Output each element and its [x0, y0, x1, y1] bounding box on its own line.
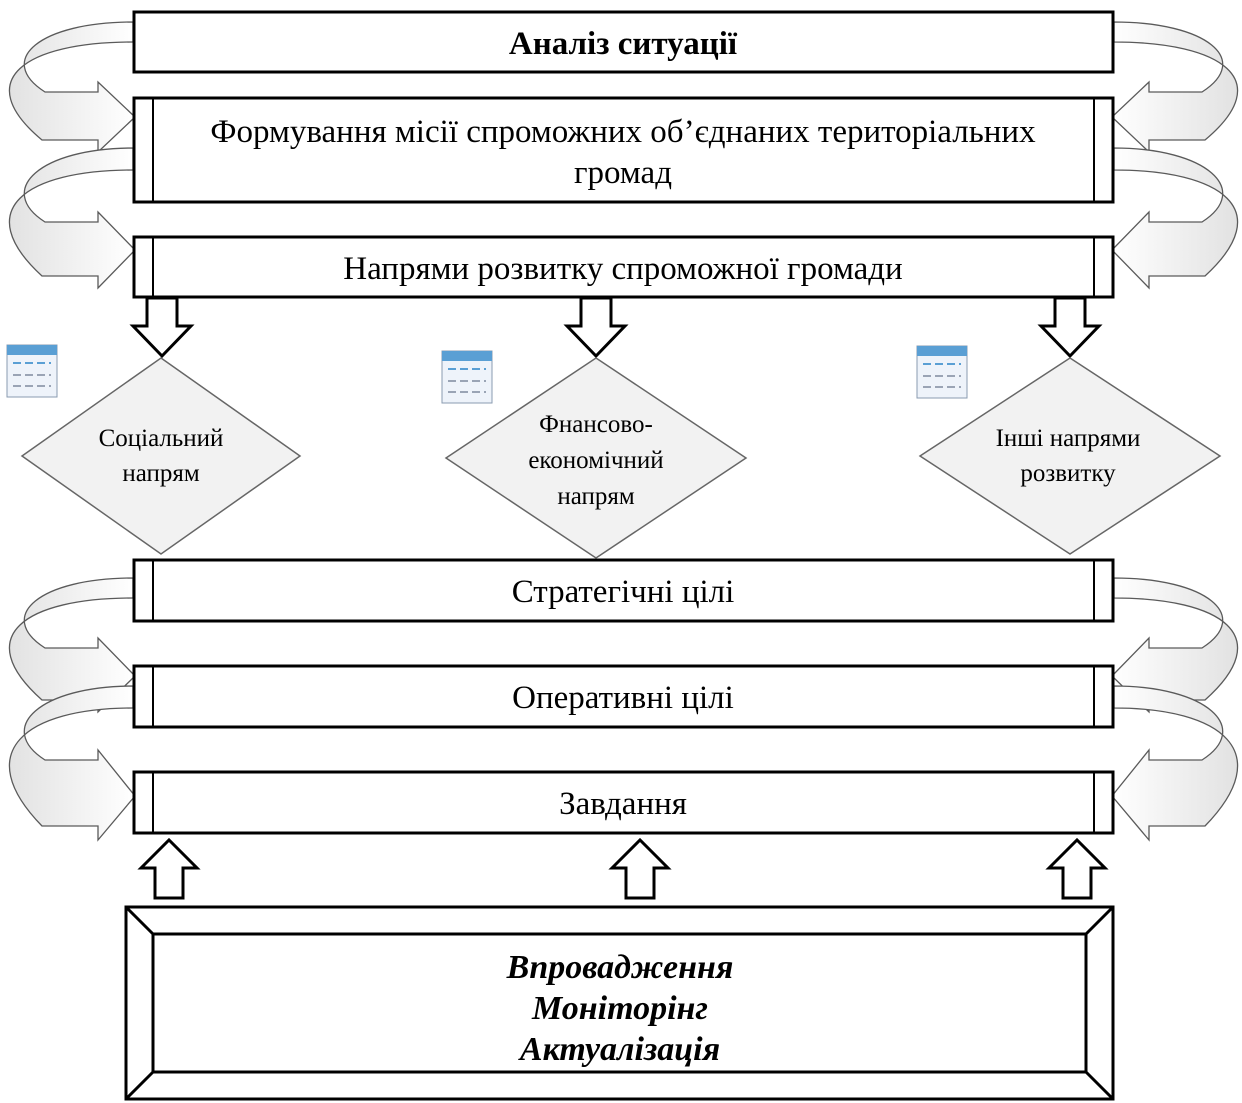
strategic-goals-label: Стратегічні цілі	[512, 574, 735, 610]
table-icon	[916, 345, 968, 399]
mission-label-line1: Формування місії спроможних об’єднаних т…	[210, 114, 1036, 150]
directions-box: Напрями розвитку спроможної громади	[132, 235, 1115, 299]
down-arrow-center	[563, 296, 629, 359]
mission-label-line2: громад	[574, 155, 672, 191]
down-arrow-right	[1037, 296, 1103, 359]
up-arrow-center	[608, 837, 672, 900]
right-curved-arrows	[1111, 21, 1239, 842]
financial-direction-line1: Фнансово-	[539, 411, 653, 438]
financial-direction-line3: напрям	[557, 483, 635, 510]
directions-label: Напрями розвитку спроможної громади	[343, 251, 902, 287]
up-arrow-right	[1045, 837, 1109, 900]
implementation-line2: Моніторінг	[531, 990, 708, 1027]
mission-box: Формування місії спроможних об’єднаних т…	[132, 96, 1115, 204]
analysis-box: Аналіз ситуації	[132, 10, 1115, 74]
left-curved-arrow-4	[8, 685, 136, 842]
right-curved-arrow-2	[1111, 147, 1239, 290]
left-curved-arrow-2	[8, 147, 136, 290]
social-direction-line1: Соціальний	[99, 425, 224, 452]
implementation-line3: Актуалізація	[518, 1031, 720, 1068]
up-arrow-left	[137, 837, 201, 900]
financial-direction-line2: економічний	[528, 447, 663, 474]
operational-goals-box: Оперативні цілі	[132, 664, 1115, 729]
other-directions-line2: розвитку	[1020, 460, 1116, 487]
implementation-box: Впровадження Моніторінг Актуалізація	[124, 905, 1115, 1101]
implementation-line1: Впровадження	[506, 949, 734, 986]
left-curved-arrow-1	[8, 21, 136, 154]
other-directions-diamond: Інші напрями розвитку	[918, 357, 1222, 555]
table-icon	[6, 344, 58, 398]
other-directions-line1: Інші напрями	[996, 425, 1141, 452]
right-curved-arrow-1	[1111, 21, 1239, 154]
down-arrows	[129, 296, 1103, 359]
right-curved-arrow-4	[1111, 685, 1239, 842]
social-direction-diamond: Соціальний напрям	[20, 357, 302, 555]
strategic-goals-box: Стратегічні цілі	[132, 558, 1115, 623]
down-arrow-left	[129, 296, 195, 359]
operational-goals-label: Оперативні цілі	[512, 680, 734, 716]
tasks-label: Завдання	[559, 786, 687, 822]
social-direction-line2: напрям	[122, 460, 200, 487]
left-curved-arrows	[8, 21, 136, 842]
analysis-label: Аналіз ситуації	[509, 26, 738, 62]
tasks-box: Завдання	[132, 770, 1115, 835]
financial-direction-diamond: Фнансово- економічний напрям	[444, 357, 748, 559]
table-icon	[441, 350, 493, 404]
up-arrows	[137, 837, 1109, 900]
